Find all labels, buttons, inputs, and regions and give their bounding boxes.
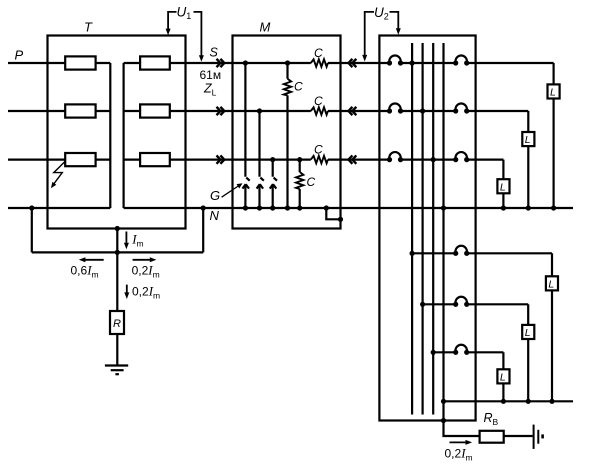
svg-text:C: C	[314, 46, 323, 60]
svg-text:L: L	[525, 327, 531, 339]
svg-text:S: S	[210, 46, 219, 60]
svg-text:M: M	[260, 20, 271, 35]
svg-text:C: C	[294, 80, 303, 94]
svg-text:R: R	[113, 318, 121, 330]
svg-text:Im: Im	[131, 232, 143, 249]
svg-text:L: L	[500, 181, 506, 193]
svg-text:L: L	[550, 87, 556, 99]
svg-text:P: P	[15, 48, 24, 63]
svg-text:C: C	[314, 94, 323, 108]
svg-text:G: G	[210, 188, 220, 203]
svg-text:L: L	[548, 278, 554, 290]
svg-text:L: L	[525, 134, 531, 146]
svg-text:61м: 61м	[200, 68, 222, 82]
svg-text:C: C	[307, 175, 316, 189]
svg-text:N: N	[210, 208, 220, 223]
svg-text:C: C	[314, 143, 323, 157]
svg-text:L: L	[500, 371, 506, 383]
svg-text:T: T	[84, 20, 93, 35]
